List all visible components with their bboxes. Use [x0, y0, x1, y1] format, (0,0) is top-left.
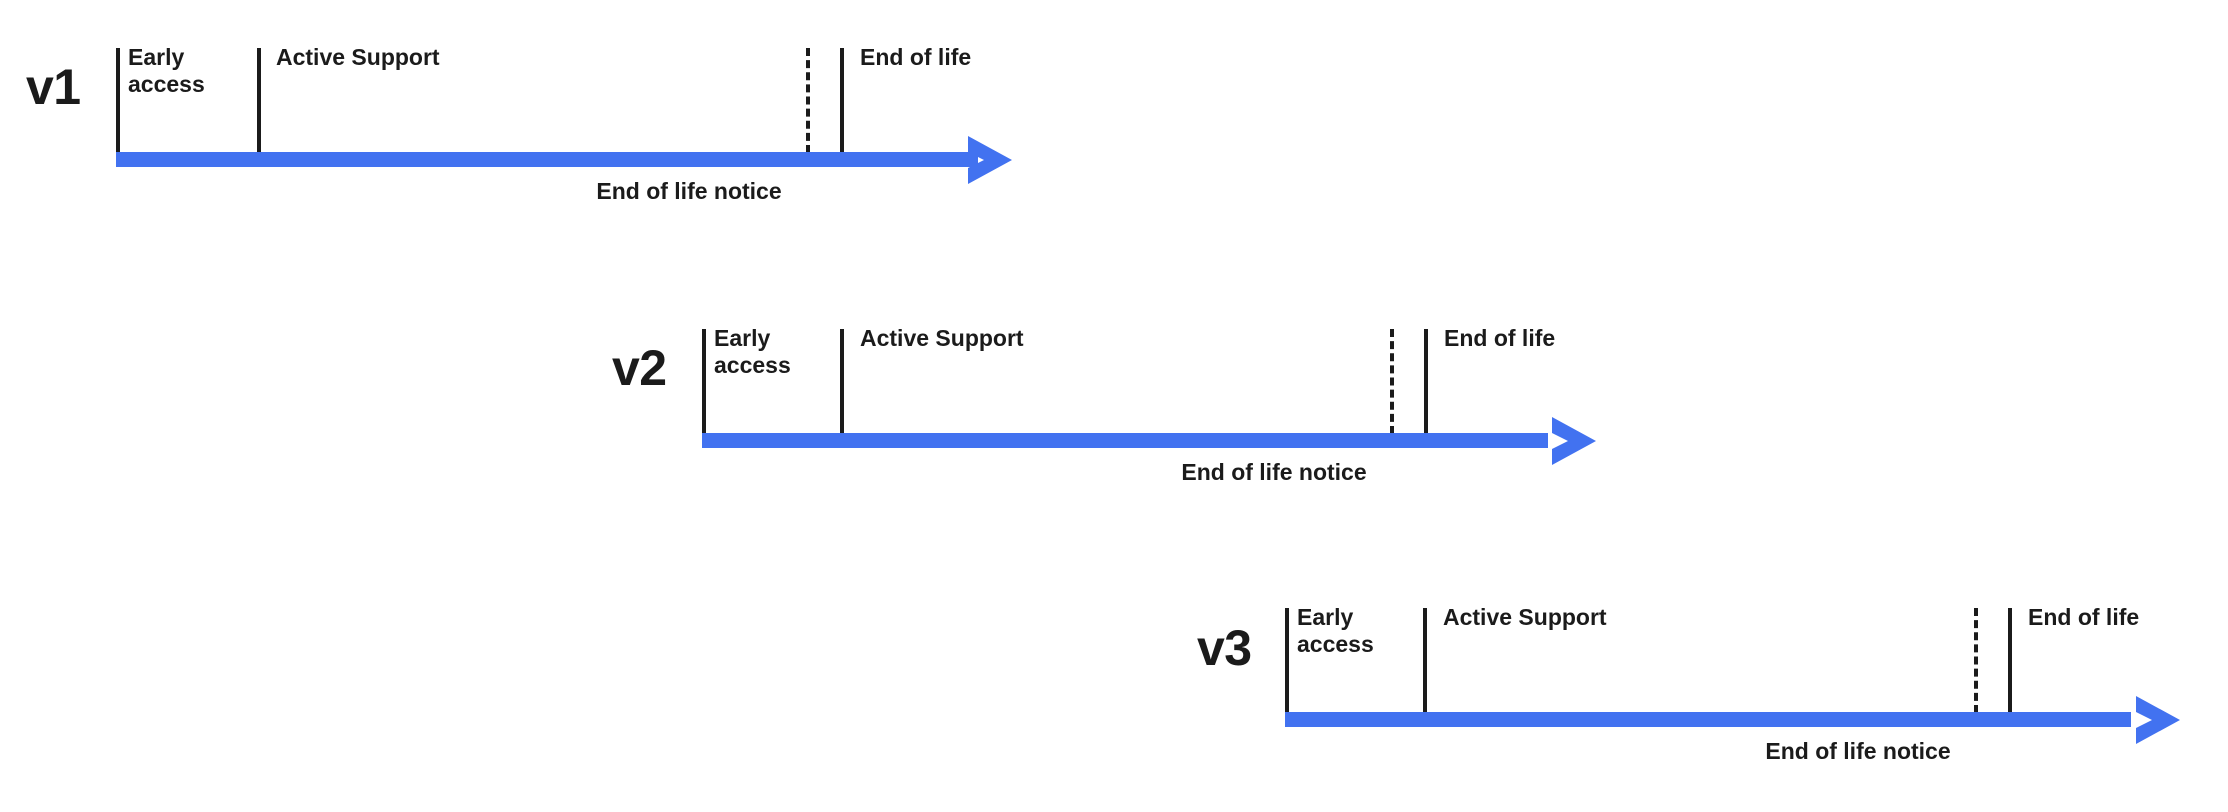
tick-active-support-start-v2 [840, 329, 844, 434]
notice-label-v1: End of life notice [596, 178, 782, 204]
timeline-bar-v3 [1285, 712, 2131, 727]
tick-end-of-life-start-v1 [840, 48, 844, 153]
tick-active-support-start-v1 [257, 48, 261, 153]
phase-label-early-access-v3: Early access [1297, 604, 1374, 658]
tick-end-of-life-notice-v2 [1390, 329, 1394, 434]
phase-label-end-of-life-v2: End of life [1444, 325, 1556, 351]
tick-early-access-start-v1 [116, 48, 120, 153]
timeline-bar-v2 [702, 433, 1548, 448]
tick-end-of-life-start-v2 [1424, 329, 1428, 434]
phase-label-end-of-life-v1: End of life [860, 44, 972, 70]
version-label-v3: v3 [1197, 620, 1252, 676]
tick-end-of-life-notice-v3 [1974, 608, 1978, 713]
version-label-v2: v2 [612, 340, 667, 396]
tick-active-support-start-v3 [1423, 608, 1427, 713]
timeline-bar-v1 [116, 152, 978, 167]
notice-label-v2: End of life notice [1181, 459, 1367, 485]
tick-early-access-start-v3 [1285, 608, 1289, 713]
version-label-v1: v1 [26, 59, 81, 115]
phase-label-active-support-v2: Active Support [860, 325, 1024, 351]
tick-end-of-life-notice-v1 [806, 48, 810, 153]
phase-label-active-support-v3: Active Support [1443, 604, 1607, 630]
phase-label-active-support-v1: Active Support [276, 44, 440, 70]
phase-label-end-of-life-v3: End of life [2028, 604, 2140, 630]
notice-label-v3: End of life notice [1765, 738, 1951, 764]
phase-label-early-access-v1: Early access [128, 44, 205, 98]
phase-label-early-access-v2: Early access [714, 325, 791, 379]
tick-early-access-start-v2 [702, 329, 706, 434]
tick-end-of-life-start-v3 [2008, 608, 2012, 713]
